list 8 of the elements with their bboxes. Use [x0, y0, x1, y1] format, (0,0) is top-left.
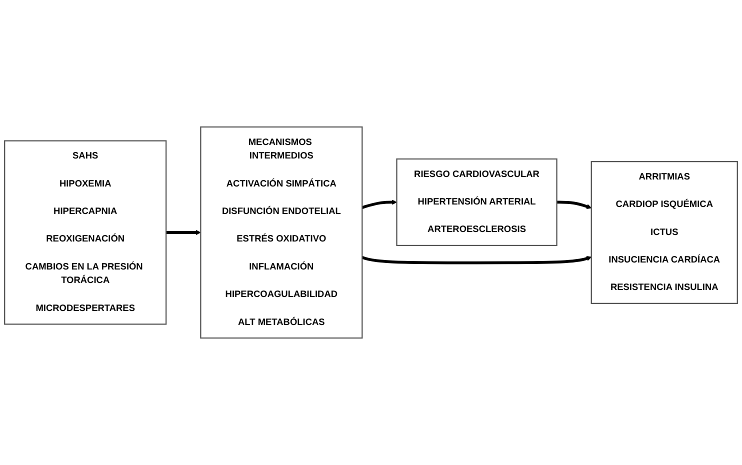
node-box: SAHS HIPOXEMIA HIPERCAPNIA REOXIGENACIÓN CAMBIOS EN LA PRESIÓN TORÁCICA MICRODESPERTARES — [4, 140, 167, 325]
node-box: ARRITMIAS CARDIOP ISQUÉMICA ICTUS INSUCIENCIA CARDÍACA RESISTENCIA INSULINA — [590, 161, 738, 304]
node-box: RIESGO CARDIOVASCULAR HIPERTENSIÓN ARTERIAL ARTEROESCLEROSIS — [396, 158, 558, 246]
arrow — [166, 230, 201, 236]
arrow — [362, 256, 592, 264]
arrow — [556, 200, 592, 209]
arrow — [362, 200, 397, 209]
node-box: MECANISMOS INTERMEDIOS ACTIVACIÓN SIMPÁTICA DISFUNCIÓN ENDOTELIAL ESTRÉS OXIDATIVO INFLAMACIÓN HIPERCOAGULABILIDAD ALT METABÓLICAS — [200, 126, 363, 339]
